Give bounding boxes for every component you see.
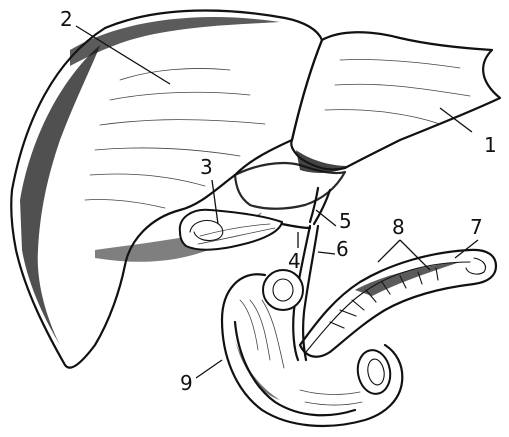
label-2: 2 [60, 7, 73, 31]
liver-right-lobe [11, 10, 322, 367]
leader-6 [318, 252, 335, 254]
label-9: 9 [180, 371, 193, 395]
label-5: 5 [339, 209, 352, 233]
pancreas [300, 250, 496, 357]
leader-5 [316, 210, 336, 226]
leader-9 [196, 360, 222, 378]
label-1: 1 [484, 133, 497, 157]
label-3: 3 [200, 155, 213, 179]
label-7: 7 [470, 215, 483, 239]
label-6: 6 [336, 237, 349, 261]
leader-8b [400, 240, 430, 270]
leader-8a [378, 240, 400, 262]
label-4: 4 [288, 249, 301, 273]
liver-left-lobe [291, 32, 500, 173]
gallbladder [180, 210, 282, 250]
label-8: 8 [392, 215, 405, 239]
